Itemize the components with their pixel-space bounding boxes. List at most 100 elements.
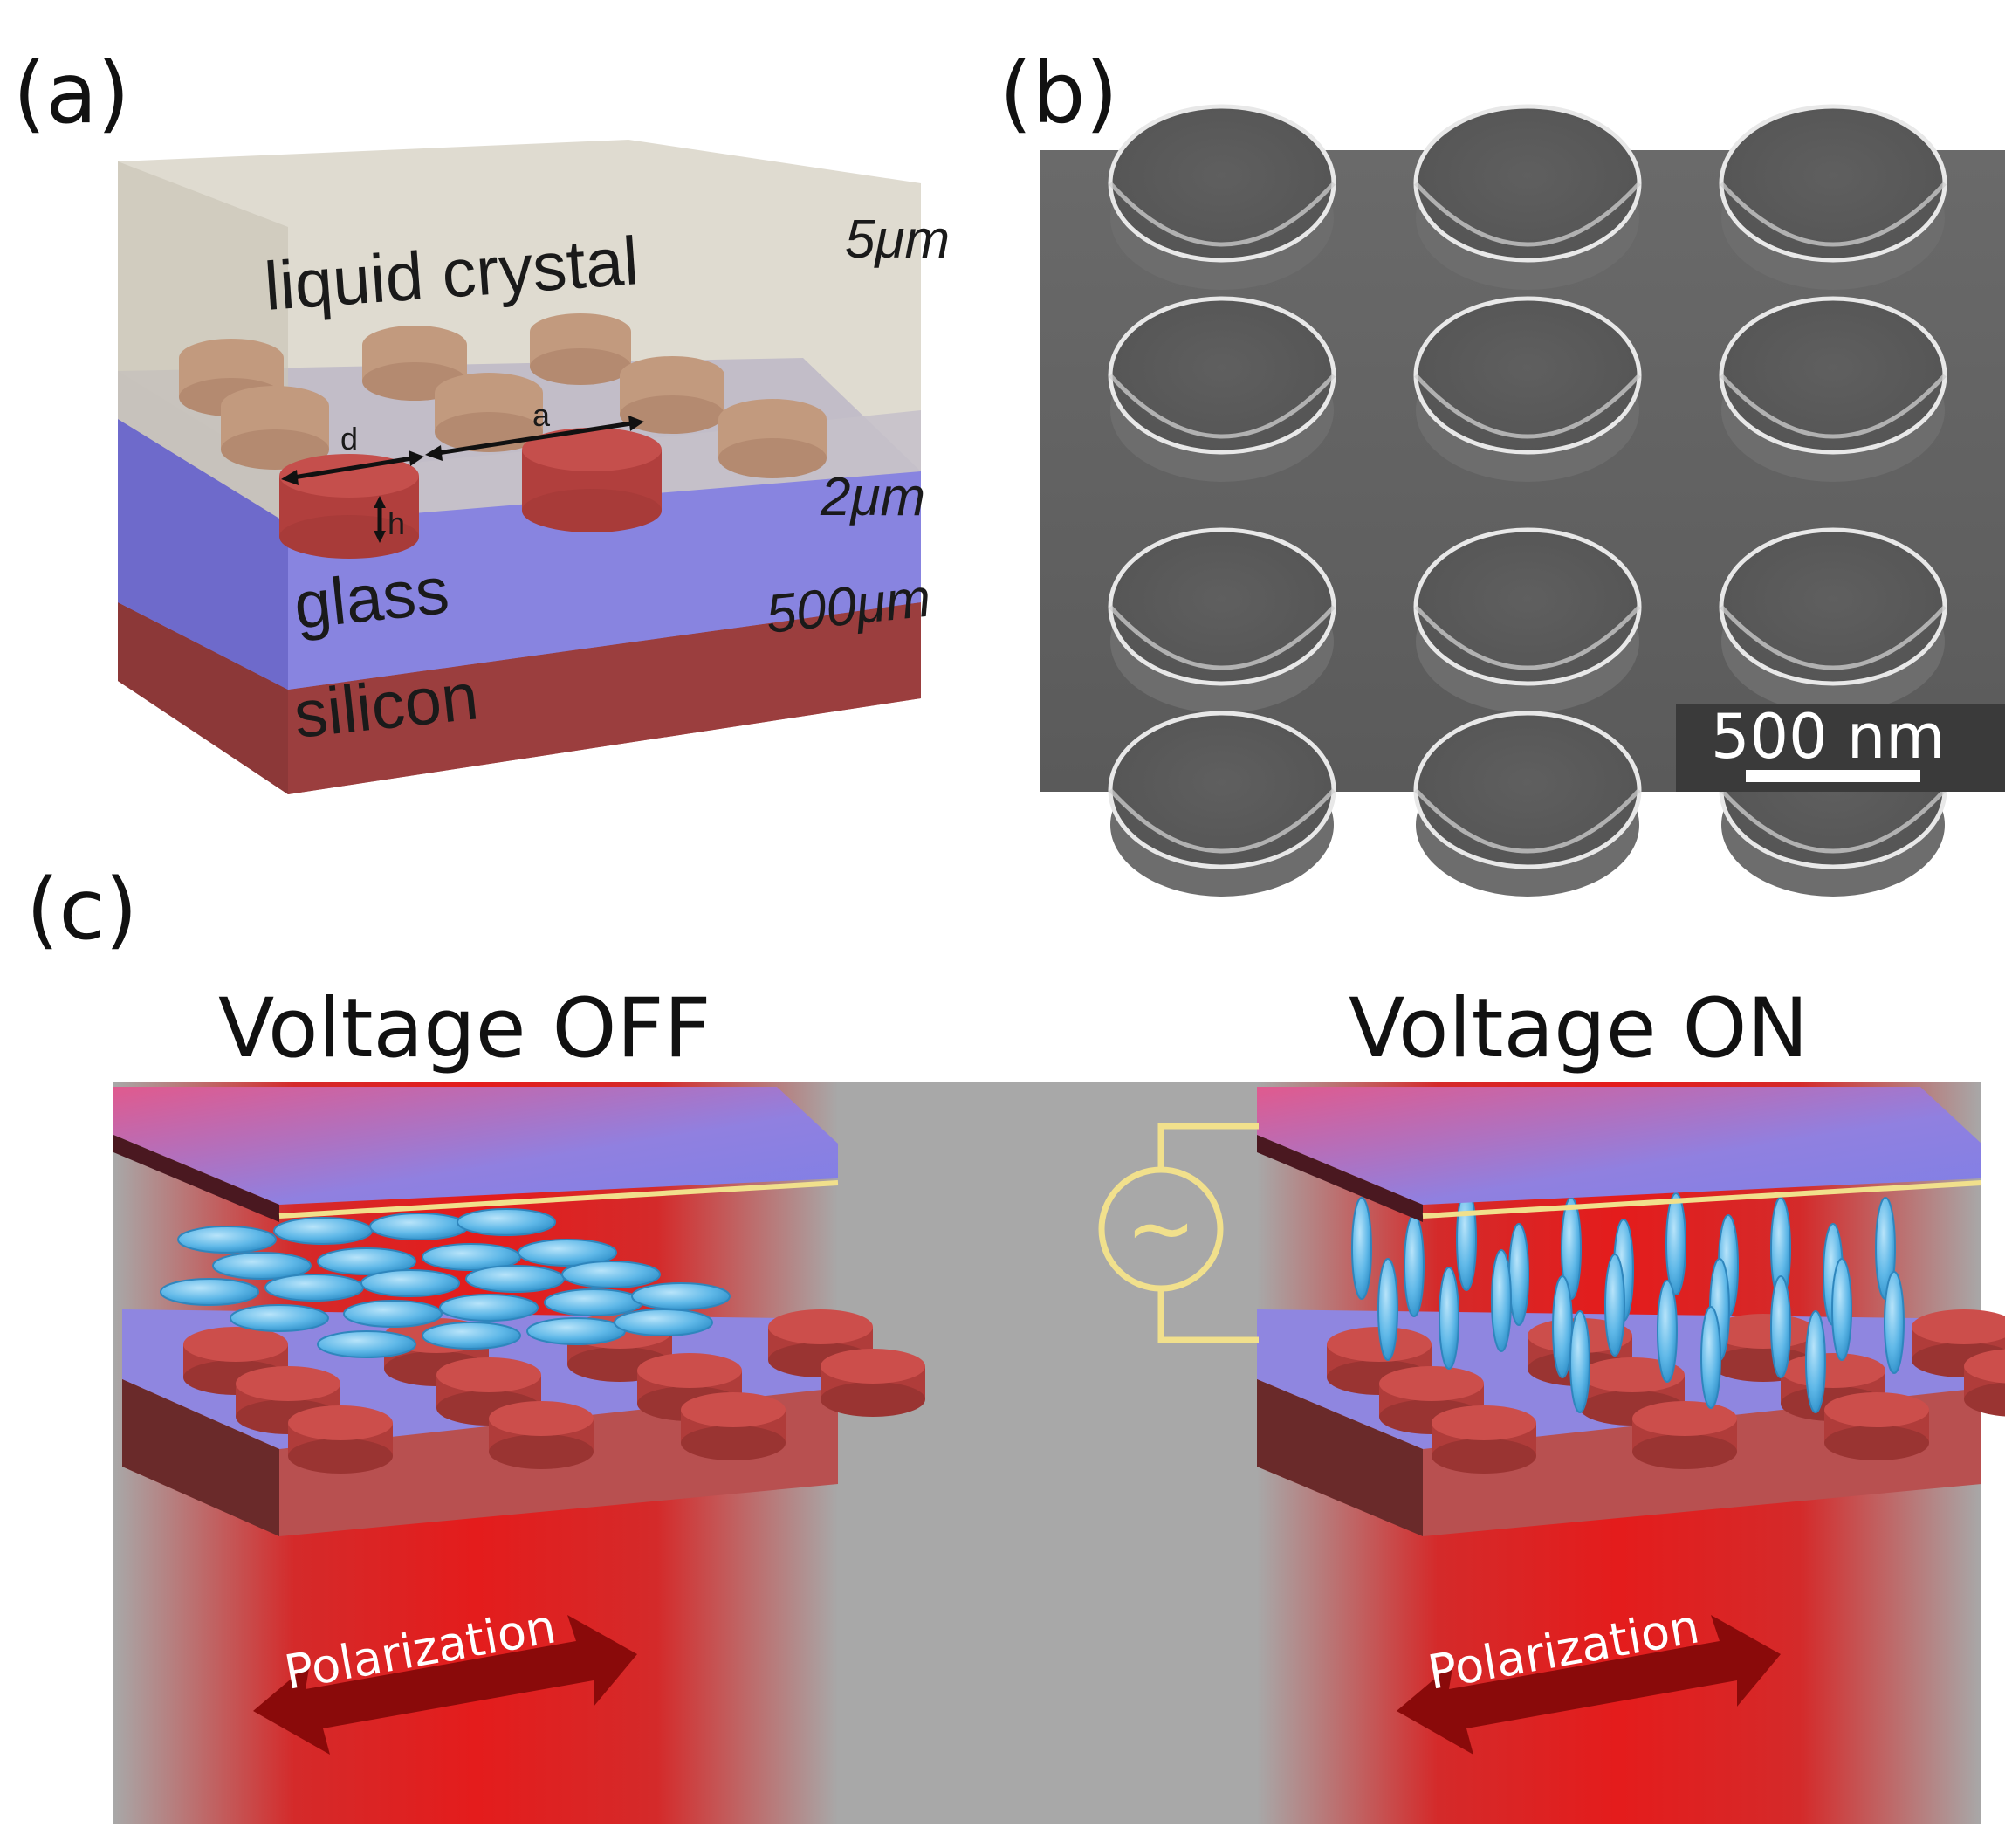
nanodisk-top — [489, 1401, 594, 1436]
lc-thickness-label: 5μm — [845, 210, 950, 270]
sem-disk-top — [1108, 711, 1336, 869]
nanodisk-bottom — [288, 1439, 393, 1474]
on-bottom-edge — [1257, 1379, 1423, 1536]
dim-a-label: a — [532, 397, 551, 433]
source-wire-top — [1157, 1123, 1259, 1170]
voltage-off-title: Voltage OFF — [218, 981, 711, 1076]
sem-disk-edge — [1414, 605, 1641, 670]
panel-a-label: (a) — [13, 45, 130, 142]
lc-molecule — [526, 1317, 626, 1345]
nanodisk — [1432, 1405, 1536, 1474]
lc-molecule — [1831, 1258, 1852, 1361]
nanodisk-top — [1912, 1309, 2005, 1344]
nanodisk-top — [1632, 1401, 1737, 1436]
sem-disk-edge — [1720, 374, 1947, 439]
nanodisk-bottom — [681, 1426, 786, 1460]
nanodisk-bottom — [821, 1382, 925, 1417]
lc-molecule — [544, 1288, 643, 1316]
nanodisk-bottom — [1964, 1382, 2005, 1417]
disk-array-back — [179, 313, 827, 478]
lc-molecule — [465, 1265, 565, 1293]
sem-disk-edge — [1109, 374, 1336, 439]
sem-disk-top — [1108, 296, 1336, 455]
nanodisk-top — [1432, 1405, 1536, 1440]
lc-molecule — [1569, 1310, 1590, 1413]
sem-nanodisk-array — [1108, 104, 1947, 897]
lc-molecule — [631, 1282, 731, 1310]
dim-h-label: h — [388, 505, 405, 541]
sem-nanodisk — [1719, 104, 1947, 290]
lc-molecule — [1508, 1223, 1529, 1326]
lc-molecule — [1351, 1197, 1372, 1300]
lc-molecule — [422, 1322, 521, 1350]
off-disk-array — [183, 1309, 925, 1474]
voltage-on-title: Voltage ON — [1349, 981, 1809, 1076]
nanodisk-top — [288, 1405, 393, 1440]
lc-molecule — [614, 1309, 713, 1336]
nanodisk — [681, 1392, 786, 1460]
lc-molecule — [1404, 1214, 1425, 1317]
nanodisk-top — [436, 1357, 541, 1392]
polarization-arrow-off — [253, 1615, 637, 1755]
silicon-layer-left — [118, 602, 288, 794]
nanodisk — [489, 1401, 594, 1469]
lc-molecule — [177, 1226, 277, 1254]
lc-molecule — [1491, 1249, 1512, 1352]
lc-molecule — [360, 1269, 460, 1297]
source-circle — [1098, 1166, 1224, 1292]
sem-disk-top — [1108, 527, 1336, 686]
panel-c: (c) Voltage OFF Voltage ON — [26, 861, 2005, 1824]
nanodisk-bottom — [1432, 1439, 1536, 1474]
glass-label: glass — [291, 553, 452, 643]
nanodisk-bottom — [489, 1434, 594, 1469]
ac-voltage-source — [1098, 1123, 1259, 1343]
scale-bar — [1746, 770, 1920, 782]
on-top-electrode — [1422, 1180, 1982, 1219]
lc-molecule — [1805, 1310, 1826, 1413]
sem-disk-top — [1413, 711, 1642, 869]
lc-molecule — [1657, 1280, 1678, 1383]
lc-molecule — [273, 1217, 373, 1245]
lc-molecule — [439, 1294, 539, 1322]
nanodisk-top — [1327, 1327, 1432, 1362]
lc-molecule — [1456, 1188, 1477, 1291]
nanodisk — [1632, 1401, 1737, 1469]
lc-molecule — [1884, 1271, 1905, 1374]
nanodisk-top — [1964, 1349, 2005, 1384]
lc-molecule — [518, 1239, 617, 1267]
nanodisk — [821, 1349, 925, 1417]
lc-molecule — [1665, 1192, 1686, 1295]
panel-c-label: (c) — [26, 861, 138, 958]
glass-thickness-label: 2μm — [820, 467, 925, 527]
nanodisk-top — [1379, 1366, 1484, 1401]
lc-molecule — [317, 1247, 416, 1275]
nanodisk-top — [1781, 1353, 1885, 1388]
nanodisk-top — [236, 1366, 340, 1401]
nanodisk-top — [1580, 1357, 1685, 1392]
polarization-arrow-on — [1397, 1615, 1781, 1755]
nanodisk-top — [637, 1353, 742, 1388]
sem-nanodisk — [1108, 527, 1336, 713]
sem-nanodisk — [1413, 104, 1642, 290]
nanodisk — [1964, 1349, 2005, 1417]
nanodisk-bottom — [1632, 1434, 1737, 1469]
panel-b: (b) 500 nm — [999, 45, 2005, 897]
sem-disk-top — [1413, 527, 1642, 686]
lc-molecule — [160, 1278, 259, 1306]
off-bottom-edge — [122, 1379, 279, 1536]
lc-molecule — [1439, 1267, 1459, 1370]
nanodisk-top — [821, 1349, 925, 1384]
lc-molecule — [1700, 1306, 1721, 1409]
lc-molecule — [212, 1252, 312, 1280]
nanodisk-top — [681, 1392, 786, 1427]
off-top-electrode — [278, 1180, 839, 1219]
sem-disk-edge — [1720, 182, 1947, 247]
sem-disk-top — [1719, 296, 1947, 455]
sem-disk-edge — [1720, 605, 1947, 670]
nanodisk — [288, 1405, 393, 1474]
nanodisk-top — [768, 1309, 873, 1344]
sem-disk-top — [1719, 527, 1947, 686]
lc-molecule — [1604, 1254, 1625, 1357]
sem-nanodisk — [1413, 296, 1642, 482]
